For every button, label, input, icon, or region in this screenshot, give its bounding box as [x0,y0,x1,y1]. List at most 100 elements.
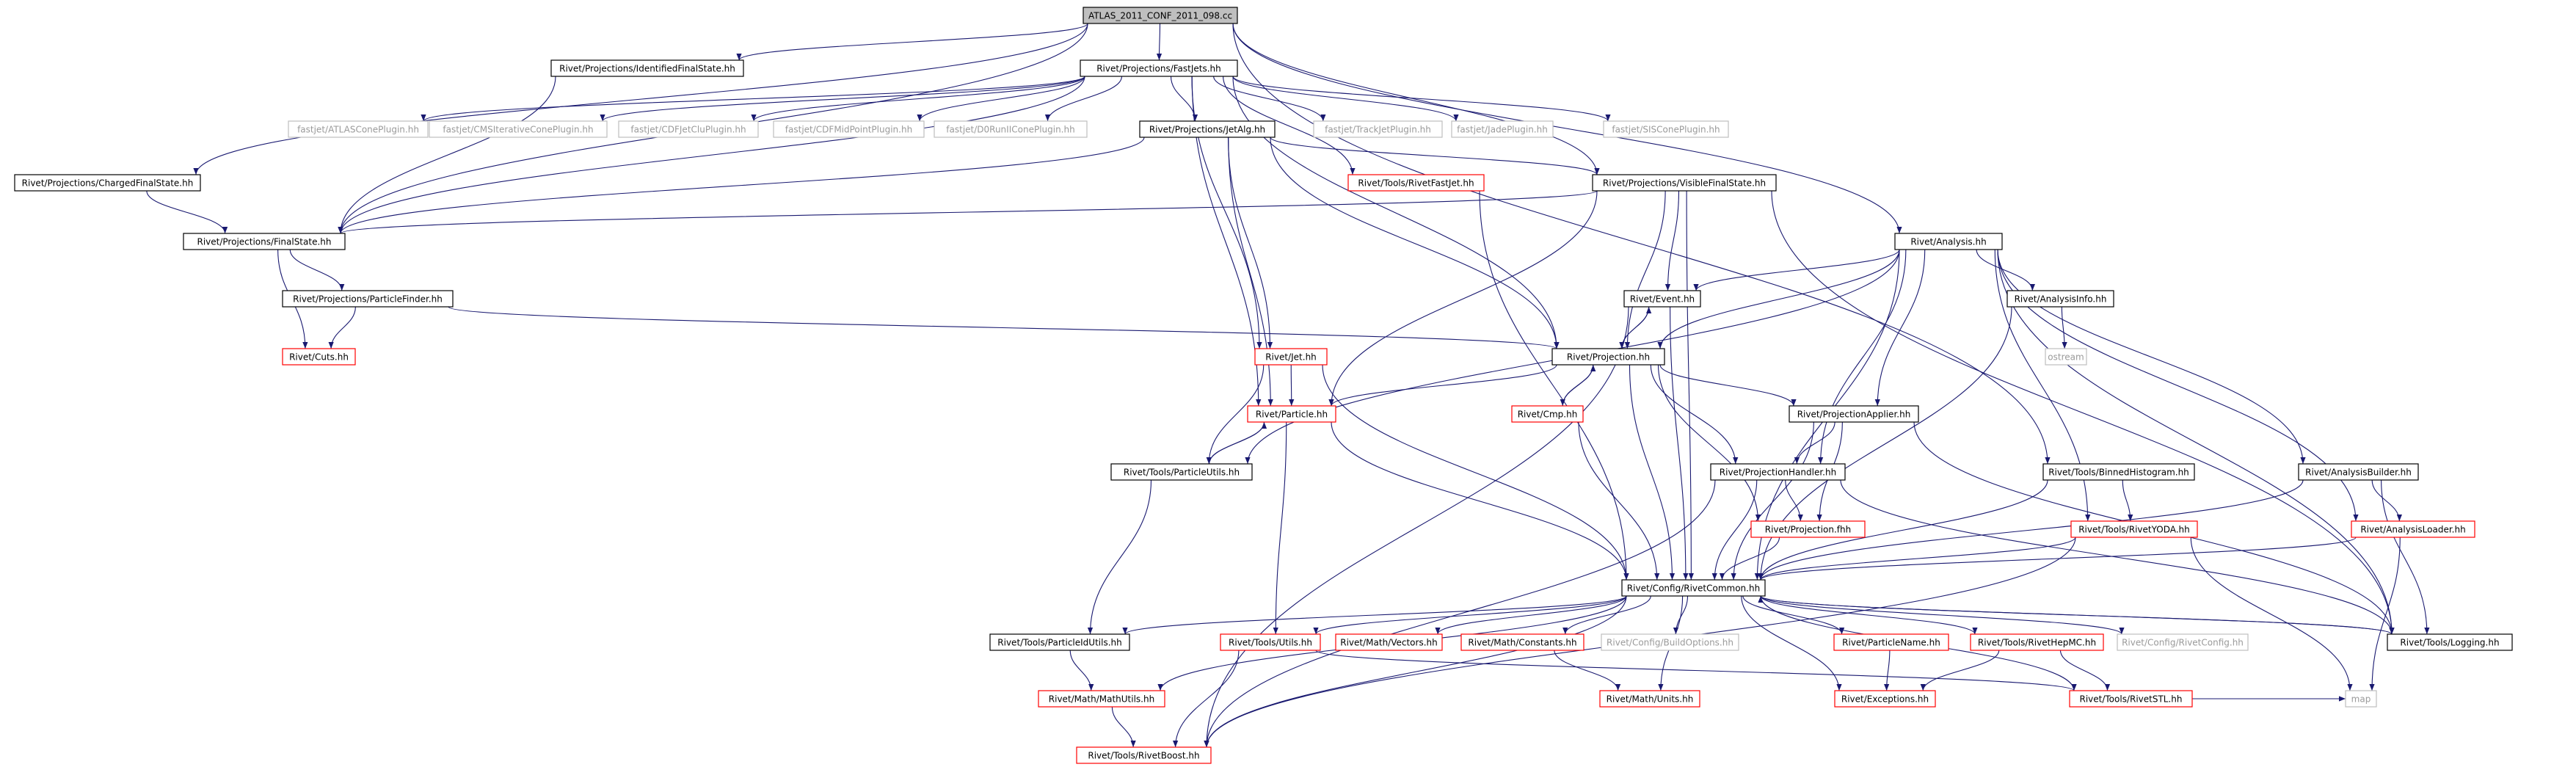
graph-node-box [1254,348,1328,366]
graph-node-label: Rivet/Exceptions.hh [1841,694,1929,705]
graph-node-rivetfastjet[interactable]: Rivet/Tools/RivetFastJet.hh [1347,174,1485,192]
edge-analysis-to-logging [1997,249,2395,635]
graph-node-jade[interactable]: fastjet/JadePlugin.hh [1451,120,1554,138]
graph-node-ostream[interactable]: ostream [2045,348,2087,366]
graph-node-jetalg[interactable]: Rivet/Projections/JetAlg.hh [1139,120,1276,138]
edge-particleutils-to-particle [1208,421,1267,465]
graph-node-label: Rivet/Tools/RivetSTL.hh [2079,694,2182,705]
edge-analysisbuilder-to-analysisloader [2371,479,2402,522]
graph-node-label: fastjet/D0RunIIConePlugin.hh [946,125,1074,135]
edge-idfs-to-finalstate [338,76,556,234]
graph-node-buildoptions[interactable]: Rivet/Config/BuildOptions.hh [1601,633,1739,651]
edge-jet-to-particle [1289,364,1295,407]
graph-node-label: Rivet/Particle.hh [1256,410,1328,420]
graph-node-particleidutils[interactable]: Rivet/Tools/ParticleIdUtils.hh [989,633,1130,651]
graph-node-rivetyoda[interactable]: Rivet/Tools/RivetYODA.hh [2070,520,2198,538]
graph-node-particleutils[interactable]: Rivet/Tools/ParticleUtils.hh [1110,463,1253,481]
edge-particlefinder-to-cuts [328,306,356,349]
graph-node-fastjets[interactable]: Rivet/Projections/FastJets.hh [1080,59,1238,77]
edge-fastjets-to-jet [1191,76,1262,349]
graph-node-units[interactable]: Rivet/Math/Units.hh [1599,690,1700,708]
graph-node-box [2042,463,2195,481]
edge-projection-to-projapplier [1659,364,1797,407]
graph-node-map[interactable]: map [2345,690,2377,708]
edge-analysisloader-to-map [2369,537,2401,691]
graph-node-projection[interactable]: Rivet/Projection.hh [1551,348,1665,366]
edge-rivethepmc-to-rivetstl [2059,650,2111,691]
graph-node-label: Rivet/Tools/ParticleIdUtils.hh [997,638,1121,648]
graph-node-rivetboost[interactable]: Rivet/Tools/RivetBoost.hh [1076,746,1212,764]
edge-jetalg-to-particle [1228,137,1273,407]
graph-node-box [288,120,429,138]
edge-analysis-to-analysisbuilder [1997,249,2306,465]
graph-node-projhandler[interactable]: Rivet/ProjectionHandler.hh [1710,463,1846,481]
graph-node-constants[interactable]: Rivet/Math/Constants.hh [1460,633,1584,651]
graph-node-box [618,120,759,138]
edge-fastjets-to-atlascone [421,76,1085,122]
graph-node-projapplier[interactable]: Rivet/ProjectionApplier.hh [1789,405,1919,423]
graph-node-box [1335,633,1443,651]
graph-node-atlascone[interactable]: fastjet/ATLASConePlugin.hh [288,120,429,138]
graph-node-rivetstl[interactable]: Rivet/Tools/RivetSTL.hh [2069,690,2193,708]
edge-particle-to-utils [1273,421,1287,635]
graph-node-cdfjetclu[interactable]: fastjet/CDFJetCluPlugin.hh [618,120,759,138]
graph-node-analysisinfo[interactable]: Rivet/AnalysisInfo.hh [2006,290,2114,308]
edge-rivetcommon-to-vectors [1435,595,1627,635]
graph-node-box [429,120,608,138]
graph-node-binnedhist[interactable]: Rivet/Tools/BinnedHistogram.hh [2042,463,2195,481]
graph-node-chargedfs[interactable]: Rivet/Projections/ChargedFinalState.hh [14,174,201,192]
graph-node-exceptions[interactable]: Rivet/Exceptions.hh [1834,690,1936,708]
graph-node-label: Rivet/Projections/FinalState.hh [197,237,332,247]
graph-node-trackjet[interactable]: fastjet/TrackJetPlugin.hh [1313,120,1443,138]
graph-node-label: Rivet/Tools/RivetHepMC.hh [1978,638,2096,648]
graph-node-mathutils[interactable]: Rivet/Math/MathUtils.hh [1038,690,1165,708]
graph-node-finalstate[interactable]: Rivet/Projections/FinalState.hh [183,233,346,250]
graph-node-rivethepmc[interactable]: Rivet/Tools/RivetHepMC.hh [1970,633,2104,651]
graph-node-logging[interactable]: Rivet/Tools/Logging.hh [2387,633,2513,651]
graph-node-box [1789,405,1919,423]
graph-node-projectionfhh[interactable]: Rivet/Projection.fhh [1750,520,1866,538]
graph-node-analysisbuilder[interactable]: Rivet/AnalysisBuilder.hh [2298,463,2419,481]
graph-node-box [1460,633,1584,651]
edge-analysis-to-projection [1657,249,1900,349]
graph-node-label: Rivet/ProjectionHandler.hh [1720,468,1836,478]
edge-rivetcommon-to-rivetconfig [1760,595,2125,635]
graph-node-root[interactable]: ATLAS_2011_CONF_2011_098.cc [1083,7,1238,24]
graph-node-particlename[interactable]: Rivet/ParticleName.hh [1833,633,1949,651]
edge-cmp-to-projection [1562,364,1596,407]
edge-event-to-rivetboost [1204,306,1629,748]
graph-node-box [2045,348,2087,366]
graph-node-rivetcommon[interactable]: Rivet/Config/RivetCommon.hh [1621,579,1766,597]
graph-node-particle[interactable]: Rivet/Particle.hh [1247,405,1336,423]
graph-node-jet[interactable]: Rivet/Jet.hh [1254,348,1328,366]
edge-root-to-analysis [1232,23,1902,234]
graph-node-siscone[interactable]: fastjet/SISConePlugin.hh [1603,120,1729,138]
edge-fastjets-to-rivetfastjet [1223,76,1356,175]
graph-node-rivetconfig[interactable]: Rivet/Config/RivetConfig.hh [2117,633,2249,651]
graph-node-box [1313,120,1443,138]
graph-node-analysis[interactable]: Rivet/Analysis.hh [1894,233,2003,250]
edge-particlename-to-exceptions [1884,650,1891,691]
edge-analysisbuilder-to-logging [2381,479,2430,635]
graph-node-utils[interactable]: Rivet/Tools/Utils.hh [1220,633,1321,651]
graph-node-label: Rivet/Math/Units.hh [1607,694,1694,705]
graph-node-label: Rivet/Analysis.hh [1910,237,1986,247]
graph-node-box [1970,633,2104,651]
edge-fastjets-to-siscone [1232,76,1611,122]
graph-node-cdfmid[interactable]: fastjet/CDFMidPointPlugin.hh [773,120,925,138]
graph-node-cmp[interactable]: Rivet/Cmp.hh [1511,405,1584,423]
graph-node-cuts[interactable]: Rivet/Cuts.hh [282,348,356,366]
graph-node-visiblefs[interactable]: Rivet/Projections/VisibleFinalState.hh [1592,174,1777,192]
graph-node-particlefinder[interactable]: Rivet/Projections/ParticleFinder.hh [282,290,454,308]
edge-jetalg-to-finalstate [338,137,1145,234]
edge-jetalg-to-visiblefs [1270,137,1600,175]
graph-node-label: Rivet/Tools/RivetYODA.hh [2078,525,2190,535]
graph-node-analysisloader[interactable]: Rivet/AnalysisLoader.hh [2351,520,2475,538]
graph-node-idfs[interactable]: Rivet/Projections/IdentifiedFinalState.h… [550,59,744,77]
graph-node-cmsiter[interactable]: fastjet/CMSIterativeConePlugin.hh [429,120,608,138]
graph-node-vectors[interactable]: Rivet/Math/Vectors.hh [1335,633,1443,651]
graph-node-d0run[interactable]: fastjet/D0RunIIConePlugin.hh [934,120,1088,138]
graph-node-label: Rivet/Projections/VisibleFinalState.hh [1603,178,1766,189]
graph-node-event[interactable]: Rivet/Event.hh [1623,290,1701,308]
edge-rivetcommon-to-utils [1313,595,1627,635]
